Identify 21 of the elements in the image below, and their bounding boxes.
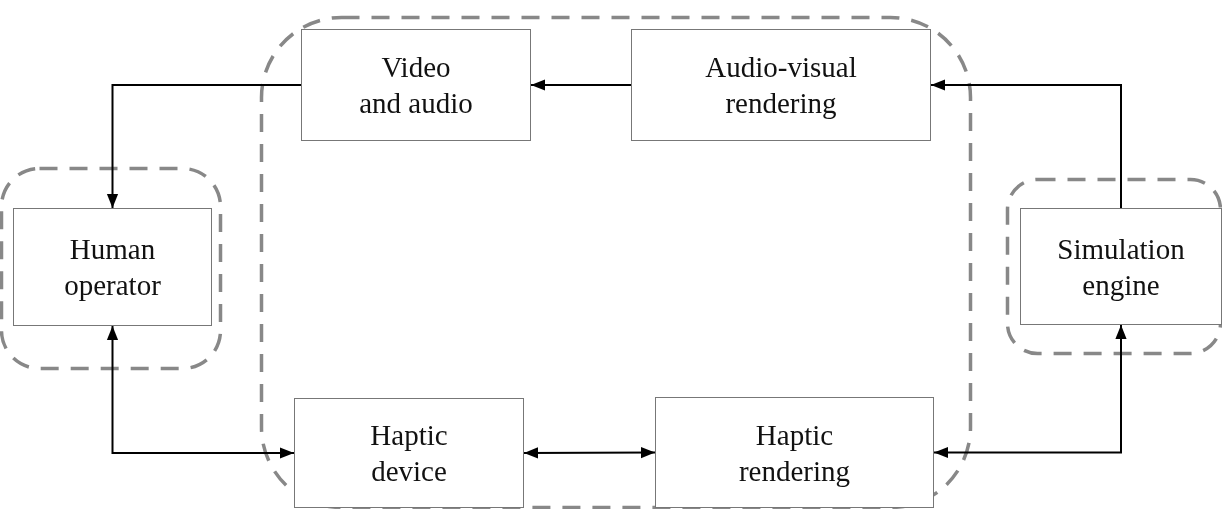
box-label: Simulation engine xyxy=(1056,231,1186,303)
arrow xyxy=(530,79,632,91)
arrow xyxy=(933,324,1127,459)
arrow xyxy=(106,325,295,459)
box-label: Audio-visual rendering xyxy=(704,50,858,121)
box-label: Haptic device xyxy=(369,418,449,489)
process-box xyxy=(294,398,524,508)
arrow xyxy=(523,446,656,459)
process-box xyxy=(1020,208,1222,325)
dashed-group-outline xyxy=(1006,178,1222,355)
dashed-group-outline xyxy=(0,167,222,370)
process-box xyxy=(655,397,934,508)
process-box xyxy=(13,208,212,326)
process-box xyxy=(631,29,931,141)
arrow xyxy=(106,84,302,209)
box-label: Video and audio xyxy=(358,50,474,121)
process-box xyxy=(301,29,531,141)
box-label: Human operator xyxy=(63,232,162,303)
box-label: Haptic rendering xyxy=(737,417,852,489)
dashed-group-outline xyxy=(260,16,972,509)
arrow xyxy=(930,79,1122,209)
